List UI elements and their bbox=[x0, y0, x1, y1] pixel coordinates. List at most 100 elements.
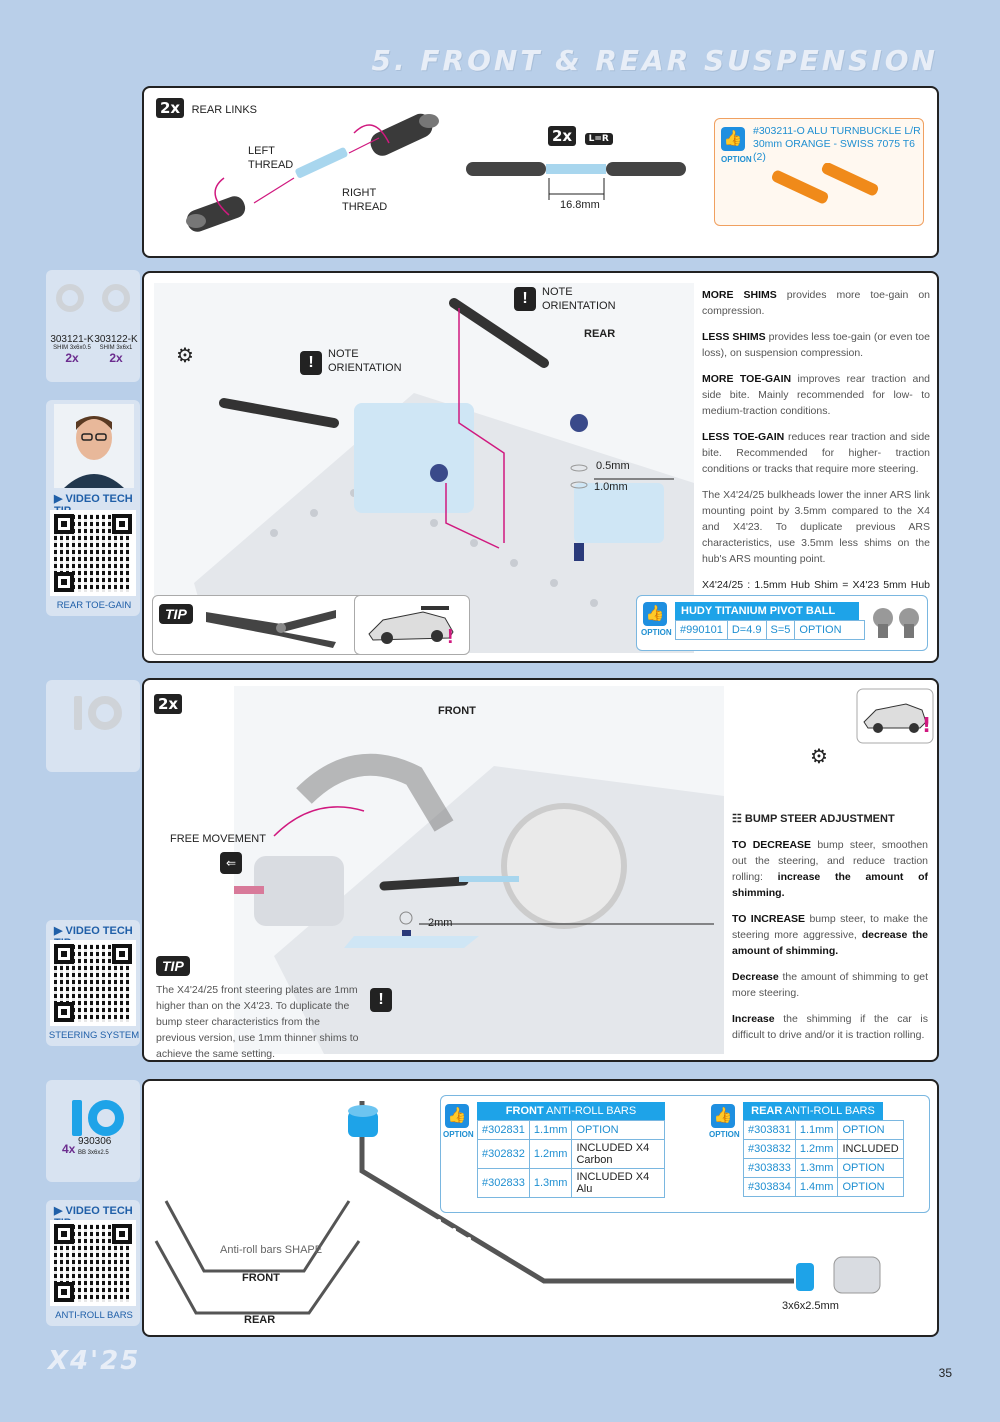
video-caption: STEERING SYSTEM bbox=[48, 1030, 140, 1041]
shim-icon bbox=[102, 284, 130, 312]
shim-item: 303122-K SHIM 3x6x1 2x bbox=[94, 334, 138, 365]
tip-text: The X4'24/25 front steering plates are 1… bbox=[156, 984, 359, 1060]
car-icon bbox=[368, 606, 454, 644]
bump-steer-panel: 2x FRONT FREE MOVEMENT ⇐ 2mm ⚙ ! ☷ BUMP … bbox=[142, 678, 939, 1062]
qr-code[interactable] bbox=[50, 940, 136, 1026]
pivot-title: HUDY TITANIUM PIVOT BALL bbox=[675, 602, 859, 620]
toe-gain-text: MORE SHIMS provides more toe-gain on com… bbox=[702, 287, 930, 619]
bearing-sidebar: 4x 930306 BB 3x6x2.5 bbox=[46, 1080, 140, 1182]
note-icon: ! bbox=[514, 287, 536, 311]
video-caption: ANTI-ROLL BARS bbox=[55, 1310, 133, 1321]
video-caption: REAR TOE-GAIN bbox=[56, 600, 132, 611]
thumbs-up-icon: 👍 bbox=[445, 1104, 469, 1128]
bearing-icon bbox=[88, 1100, 124, 1136]
shim-10-label: 1.0mm bbox=[594, 481, 628, 493]
shim-desc: SHIM 3x6x0.5 bbox=[53, 345, 91, 351]
option-label: OPTION bbox=[443, 1130, 474, 1139]
front-shape-label: FRONT bbox=[242, 1272, 280, 1284]
option-text-line2: 30mm ORANGE - SWISS 7075 T6 (2) bbox=[753, 138, 916, 163]
pliers-icon bbox=[206, 610, 336, 648]
qr-code[interactable] bbox=[50, 510, 136, 596]
tip-box: TIP bbox=[152, 595, 368, 655]
tip-badge: TIP bbox=[156, 956, 190, 976]
tip-badge: TIP bbox=[159, 604, 193, 624]
warning-icon: ! bbox=[447, 626, 454, 648]
para: LESS TOE-GAIN reduces rear traction and … bbox=[702, 431, 930, 475]
page-title: 5. FRONT & REAR SUSPENSION bbox=[371, 44, 938, 77]
turnbuckle-option-box: 👍 OPTION #303211-O ALU TURNBUCKLE L/R 30… bbox=[714, 118, 924, 226]
shim-item: 303121-K SHIM 3x6x0.5 2x bbox=[50, 334, 94, 365]
shim-icon bbox=[88, 696, 122, 730]
thumbs-up-icon: 👍 bbox=[643, 602, 667, 626]
rear-arb-title: REAR ANTI-ROLL BARS bbox=[743, 1102, 883, 1120]
assembled-link-drawing bbox=[466, 162, 686, 200]
note-icon: ! bbox=[370, 988, 392, 1012]
note-icon: ! bbox=[300, 351, 322, 375]
shim-code: 303121-K bbox=[50, 334, 94, 345]
adjust-icon: ☷ bbox=[732, 813, 745, 825]
bearing-side-icon bbox=[72, 1100, 82, 1136]
anti-roll-bar-panel: Anti-roll bars SHAPE FRONT REAR 3x6x2.5m… bbox=[142, 1079, 939, 1337]
pivot-table-grid: #990101 D=4.9 S=5 OPTION bbox=[675, 620, 866, 640]
shim-2mm-label: 2mm bbox=[428, 917, 453, 929]
bearing-code: 930306 bbox=[78, 1136, 112, 1147]
count-badge: 2x bbox=[154, 694, 183, 714]
qr-code[interactable] bbox=[50, 1220, 136, 1306]
para: Increase the shimming if the car is diff… bbox=[732, 1013, 928, 1041]
car-warning-icon: ! bbox=[856, 688, 934, 744]
shims-sidebar: 303121-K SHIM 3x6x0.5 2x 303122-K SHIM 3… bbox=[46, 270, 140, 382]
play-icon: ▶ bbox=[54, 925, 66, 937]
shape-label: Anti-roll bars SHAPE bbox=[220, 1244, 323, 1256]
shim-sidebar bbox=[46, 680, 140, 772]
shim-qty: 2x bbox=[65, 351, 79, 365]
cell: OPTION bbox=[794, 620, 866, 640]
assembled-count: 2x L=R bbox=[548, 126, 613, 146]
gear-check-icon: ⚙ bbox=[810, 746, 828, 768]
car-warning-box: ! bbox=[354, 595, 470, 655]
bump-steer-title: ☷ BUMP STEER ADJUSTMENT bbox=[732, 813, 895, 825]
shim-qty: 2x bbox=[109, 351, 123, 365]
presenter-photo bbox=[54, 404, 134, 488]
rear-links-panel: 2x REAR LINKS LEFT THREAD RIGHT THREAD 2… bbox=[142, 86, 939, 258]
option-text: #303211-O ALU TURNBUCKLE L/R 30mm ORANGE… bbox=[753, 125, 923, 164]
para: LESS SHIMS provides less toe-gain (or ev… bbox=[702, 331, 930, 359]
thumbs-up-icon: 👍 bbox=[721, 127, 745, 151]
rear-toe-gain-panel: 2x ⚙ ! NOTE ORIENTATION ! NOTE ORIENTATI… bbox=[142, 271, 939, 663]
rear-links-title: REAR LINKS bbox=[191, 104, 257, 116]
front-arb-title: FRONT ANTI-ROLL BARS bbox=[477, 1102, 665, 1120]
note-orientation-label: NOTE ORIENTATION bbox=[328, 348, 402, 374]
count-badge: 2x bbox=[548, 126, 577, 146]
lr-icon: L=R bbox=[584, 133, 613, 145]
brand-logo: X4'25 bbox=[48, 1346, 141, 1376]
rear-link-exploded-drawing bbox=[186, 113, 439, 232]
video-tip-anti-roll[interactable]: ▶ VIDEO TECH TIP ANTI-ROLL BARS bbox=[46, 1200, 140, 1326]
video-tip-steering[interactable]: ▶ VIDEO TECH TIP STEERING SYSTEM bbox=[46, 920, 140, 1046]
free-movement-label: FREE MOVEMENT bbox=[170, 833, 266, 845]
bearing-qty: 4x bbox=[62, 1142, 76, 1156]
rear-suspension-drawing bbox=[154, 283, 694, 653]
cell: D=4.9 bbox=[726, 620, 767, 640]
bearing-desc: BB 3x6x2.5 bbox=[78, 1150, 109, 1156]
left-thread-label: LEFT THREAD bbox=[248, 145, 294, 171]
pivot-table: HUDY TITANIUM PIVOT BALL #990101 D=4.9 S… bbox=[675, 602, 866, 640]
cell: S=5 bbox=[765, 620, 796, 640]
page-number: 35 bbox=[938, 1366, 952, 1380]
shim-code: 303122-K bbox=[94, 334, 138, 345]
front-label: FRONT bbox=[438, 705, 476, 717]
option-label: OPTION bbox=[641, 628, 672, 637]
para: TO DECREASE bump steer, smoothen out the… bbox=[732, 839, 929, 899]
orange-turnbuckle-drawing bbox=[771, 163, 879, 204]
cell: #990101 bbox=[675, 620, 728, 640]
shim-desc: SHIM 3x6x1 bbox=[99, 345, 133, 351]
rear-shape-label: REAR bbox=[244, 1314, 276, 1326]
video-tip-rear-toe-gain[interactable]: ▶ VIDEO TECH TIP REAR TOE-GAIN bbox=[46, 400, 140, 616]
